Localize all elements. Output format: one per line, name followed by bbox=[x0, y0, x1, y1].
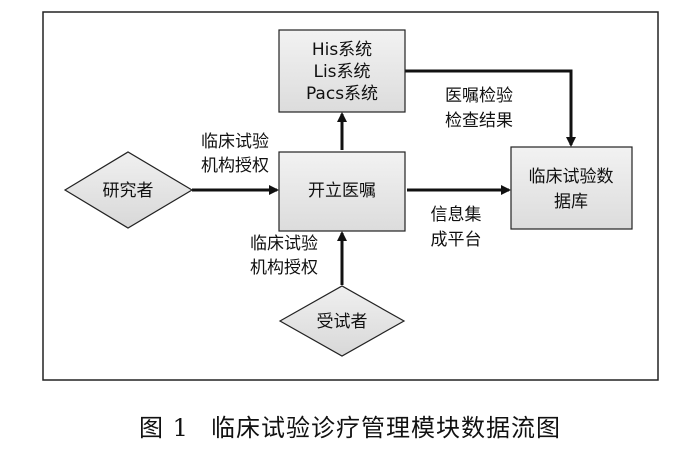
figure-title: 临床试验诊疗管理模块数据流图 bbox=[210, 414, 561, 442]
arrow-his-to-db bbox=[405, 69, 576, 147]
researcher-edge-label-2: 机构授权 bbox=[201, 156, 269, 176]
subject-label: 受试者 bbox=[317, 312, 368, 332]
subject-node: 受试者 bbox=[278, 285, 406, 357]
order-db-edge-label-2: 成平台 bbox=[431, 230, 482, 250]
subject-edge-label-1: 临床试验 bbox=[250, 234, 318, 254]
db-line-1: 临床试验数 bbox=[529, 167, 614, 187]
his-lis-pacs-node: His系统 Lis系统 Pacs系统 bbox=[278, 29, 406, 113]
researcher-edge-label-1: 临床试验 bbox=[201, 132, 269, 152]
order-label: 开立医嘱 bbox=[308, 181, 376, 201]
diagram-frame bbox=[42, 11, 659, 381]
his-line-1: His系统 bbox=[312, 40, 372, 60]
figure-caption: 图 1 临床试验诊疗管理模块数据流图 bbox=[0, 408, 700, 443]
his-db-edge-label-1: 医嘱检验 bbox=[445, 86, 513, 106]
order-node: 开立医嘱 bbox=[278, 151, 406, 232]
his-line-2: Lis系统 bbox=[313, 62, 370, 82]
subject-edge-label-2: 机构授权 bbox=[250, 258, 318, 278]
database-node: 临床试验数 据库 bbox=[510, 146, 633, 230]
his-line-3: Pacs系统 bbox=[306, 84, 378, 104]
researcher-label: 研究者 bbox=[103, 181, 154, 201]
db-line-2: 据库 bbox=[554, 192, 588, 212]
his-db-edge-label-2: 检查结果 bbox=[445, 111, 513, 131]
researcher-node: 研究者 bbox=[63, 151, 194, 229]
figure-number: 图 1 bbox=[139, 414, 189, 442]
order-db-edge-label-1: 信息集 bbox=[431, 205, 482, 225]
